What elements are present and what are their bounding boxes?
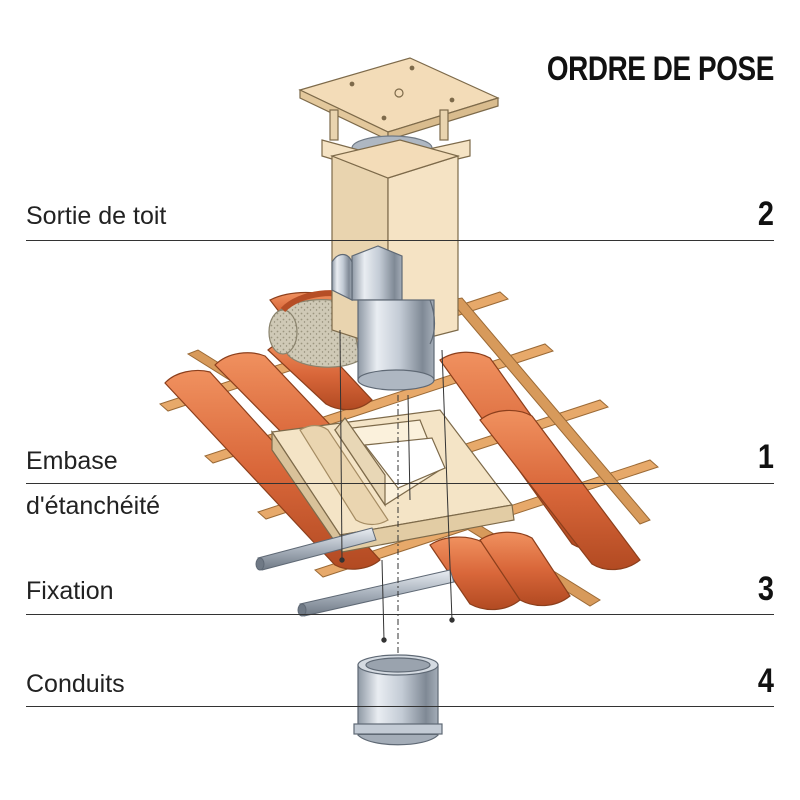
step-number-flue-pipes: 4 bbox=[757, 662, 774, 700]
step-label-sealing-base: Embase bbox=[26, 447, 118, 475]
step-label-flue-pipes: Conduits bbox=[26, 670, 125, 698]
diagram-title: ORDRE DE POSE bbox=[546, 50, 774, 88]
fixing-screws bbox=[339, 329, 455, 660]
step-label-roof-outlet: Sortie de toit bbox=[26, 202, 167, 230]
step-number-fixing: 3 bbox=[757, 570, 774, 608]
step-label-sealing-base-line2: d'étanchéité bbox=[26, 492, 161, 520]
leader-line bbox=[26, 614, 774, 615]
leader-line bbox=[26, 706, 774, 707]
step-label-fixing: Fixation bbox=[26, 577, 114, 605]
roof-tile bbox=[479, 409, 641, 571]
flue-pipe bbox=[353, 654, 443, 746]
leader-line bbox=[26, 240, 774, 241]
screw-head bbox=[339, 557, 345, 563]
fixing-rails bbox=[255, 527, 455, 617]
roof-outlet bbox=[298, 57, 500, 391]
screw-head bbox=[449, 617, 455, 623]
roof-tile bbox=[479, 531, 571, 607]
step-number-sealing-base: 1 bbox=[757, 438, 774, 476]
roof-tiles-right bbox=[429, 351, 641, 611]
step-number-roof-outlet: 2 bbox=[757, 195, 774, 233]
leader-line bbox=[26, 483, 774, 484]
screw-head bbox=[381, 637, 387, 643]
